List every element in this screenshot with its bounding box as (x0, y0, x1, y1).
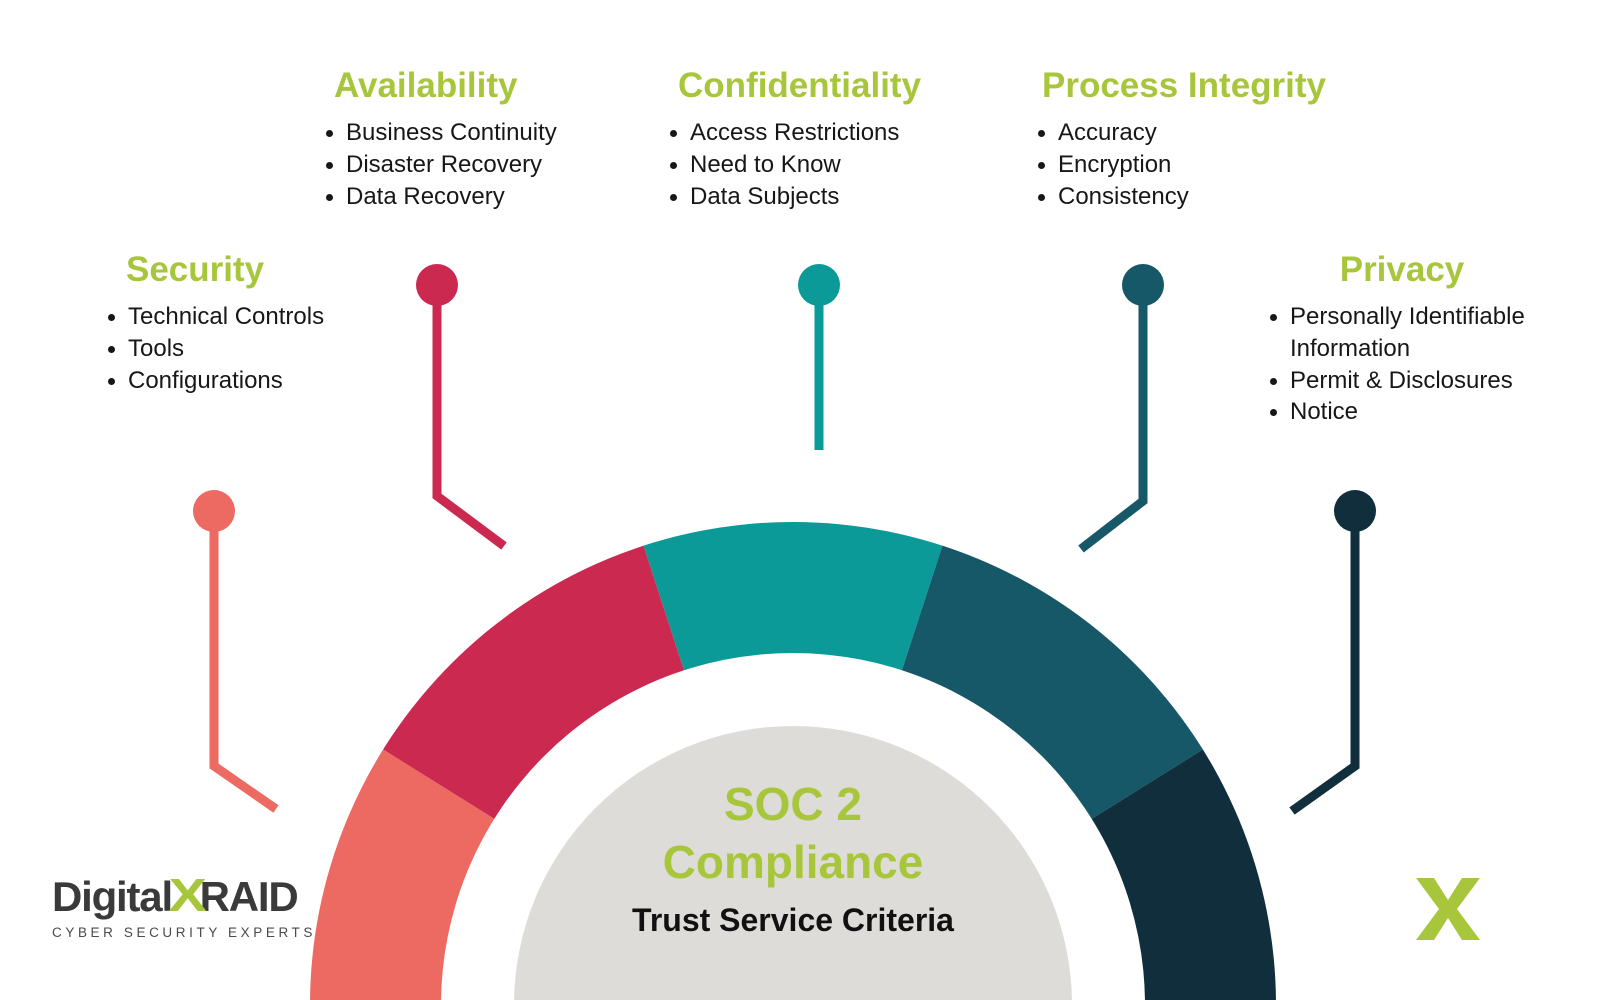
availability-pin-dot (416, 264, 458, 306)
list-item: Configurations (128, 365, 324, 397)
list-item: Business Continuity (346, 117, 557, 149)
category-title-process-integrity: Process Integrity (1042, 66, 1326, 105)
company-logo: DigitalXRAID CYBER SECURITY EXPERTS (52, 872, 317, 940)
pin-availability (416, 264, 507, 550)
category-list-confidentiality: Access Restrictions Need to Know Data Su… (662, 117, 921, 213)
list-item: Permit & Disclosures (1290, 365, 1542, 397)
category-title-availability: Availability (334, 66, 518, 105)
segment-availability (368, 529, 793, 1000)
list-item: Need to Know (690, 149, 921, 181)
category-block-availability: Availability Business Continuity Disaste… (318, 66, 557, 213)
list-item: Disaster Recovery (346, 149, 557, 181)
pin-privacy (1289, 490, 1376, 815)
category-title-security: Security (126, 250, 265, 289)
list-item: Personally Identifiable Information (1290, 301, 1542, 365)
category-title-confidentiality: Confidentiality (678, 66, 922, 105)
list-item: Consistency (1058, 181, 1326, 213)
segment-confidentiality (638, 522, 948, 1000)
logo-tagline: CYBER SECURITY EXPERTS (52, 925, 317, 940)
center-title-line2: Compliance (663, 836, 924, 888)
center-title-line1: SOC 2 (724, 778, 862, 830)
logo-wordmark: DigitalXRAID (52, 872, 302, 918)
confidentiality-pin-dot (798, 264, 840, 306)
list-item: Technical Controls (128, 301, 324, 333)
logo-name-right: RAID (199, 873, 299, 920)
category-title-privacy: Privacy (1339, 250, 1465, 289)
process-integrity-pin-dot (1122, 264, 1164, 306)
list-item: Data Subjects (690, 181, 921, 213)
security-pin-dot (193, 490, 235, 532)
list-item: Encryption (1058, 149, 1326, 181)
category-list-security: Technical Controls Tools Configurations (100, 301, 324, 397)
donut-ring-segments (310, 522, 1276, 1000)
list-item: Access Restrictions (690, 117, 921, 149)
category-list-process-integrity: Accuracy Encryption Consistency (1030, 117, 1326, 213)
pin-confidentiality (798, 264, 840, 450)
logo-x-icon: X (168, 869, 206, 921)
category-list-privacy: Personally Identifiable Information Perm… (1262, 301, 1542, 429)
list-item: Notice (1290, 396, 1542, 428)
category-list-availability: Business Continuity Disaster Recovery Da… (318, 117, 557, 213)
pin-process-integrity (1078, 264, 1164, 553)
logo-name-left: Digital (52, 873, 173, 920)
center-subtitle: Trust Service Criteria (632, 902, 954, 938)
category-block-security: Security Technical Controls Tools Config… (100, 250, 324, 397)
center-disc (514, 726, 1072, 1000)
privacy-pin-dot (1334, 490, 1376, 532)
brand-x-icon (1416, 878, 1480, 940)
category-block-privacy: Privacy Personally Identifiable Informat… (1262, 250, 1542, 429)
pin-security (193, 490, 279, 813)
segment-security (310, 740, 793, 1000)
list-item: Accuracy (1058, 117, 1326, 149)
segment-process-integrity (793, 529, 1218, 1000)
list-item: Data Recovery (346, 181, 557, 213)
category-block-process-integrity: Process Integrity Accuracy Encryption Co… (1030, 66, 1326, 213)
category-block-confidentiality: Confidentiality Access Restrictions Need… (662, 66, 922, 213)
list-item: Tools (128, 333, 324, 365)
segment-privacy (793, 740, 1276, 1000)
